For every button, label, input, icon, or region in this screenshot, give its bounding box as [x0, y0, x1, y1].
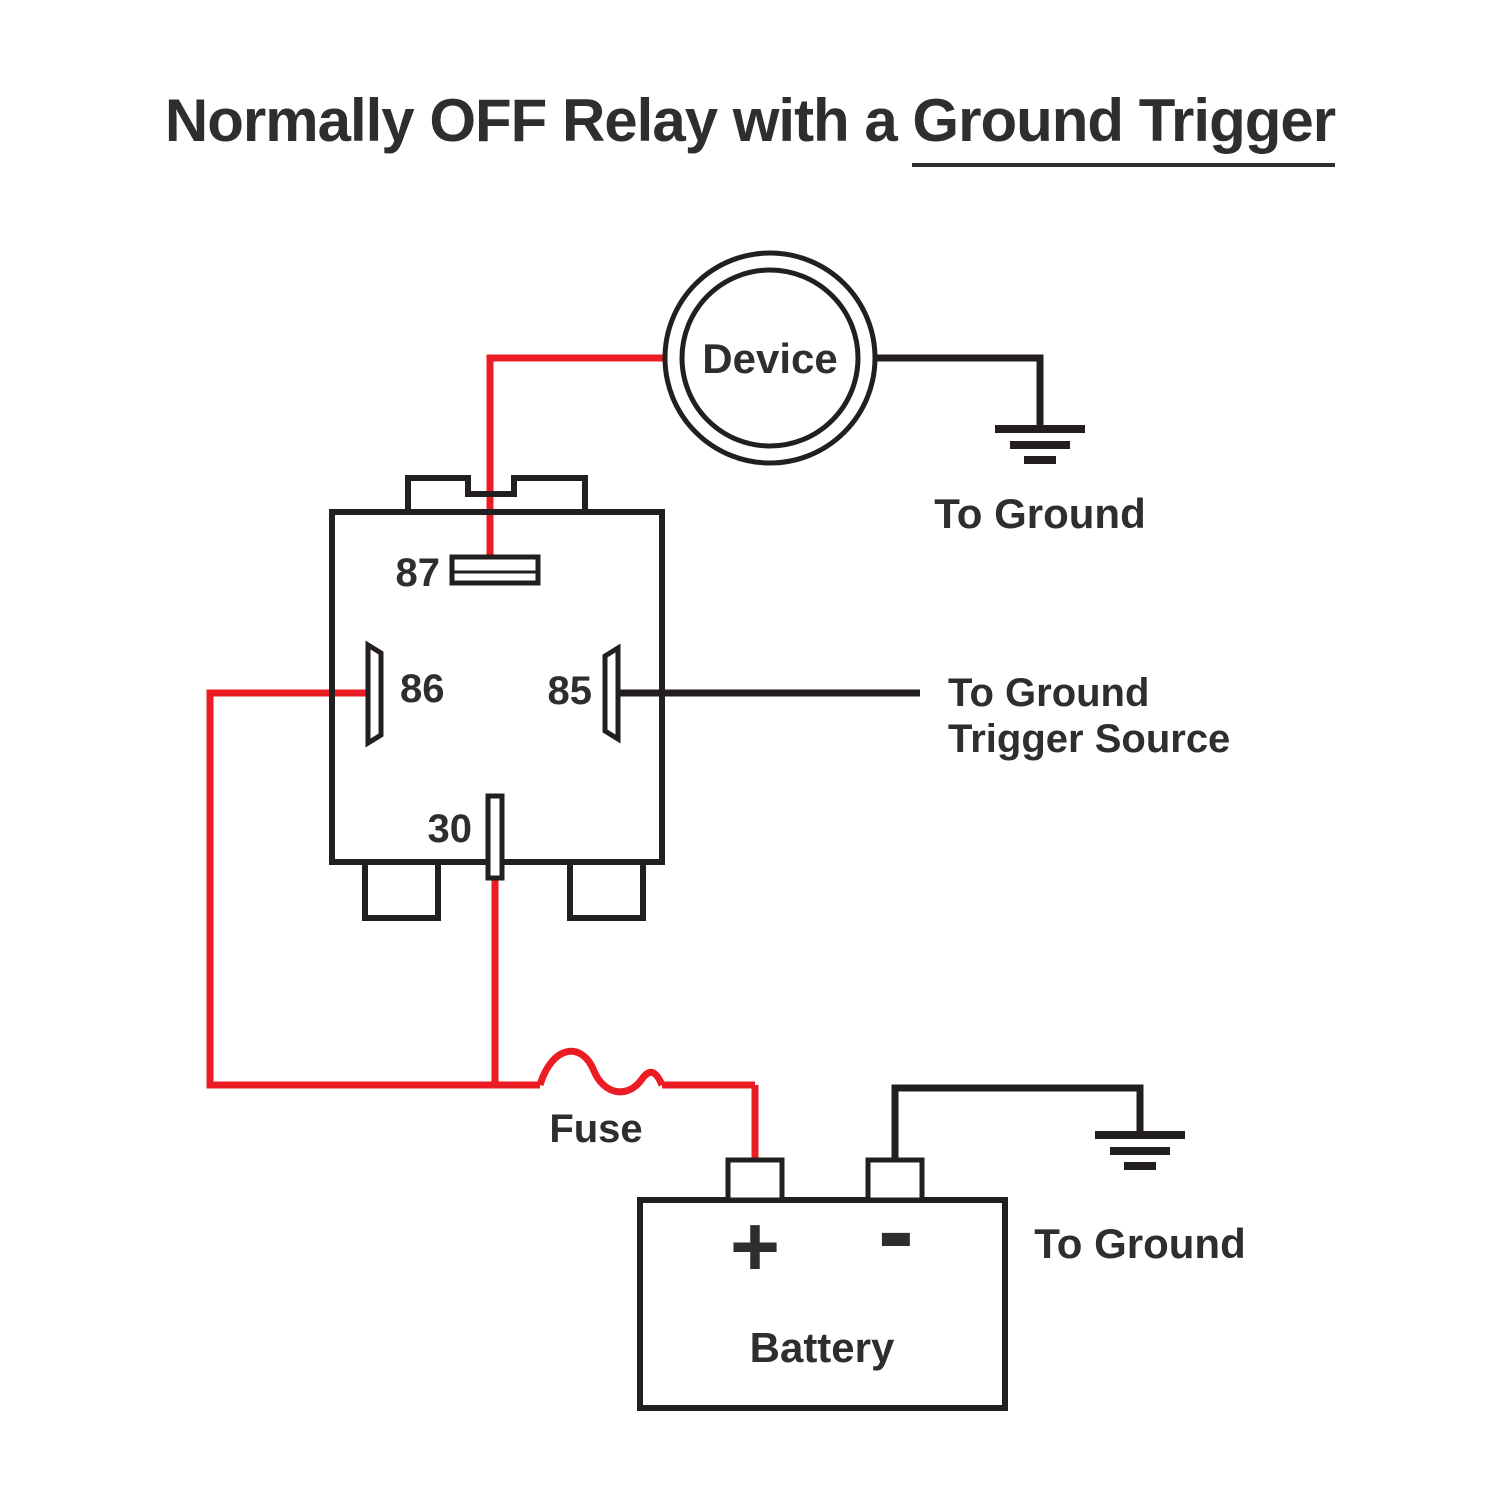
to-ground-label-top: To Ground [934, 490, 1146, 537]
wire-pin86-loop [206, 689, 540, 1089]
battery-label: Battery [750, 1324, 895, 1371]
relay: 87 86 85 30 [329, 475, 665, 921]
wire-device-to-pin87 [486, 354, 666, 562]
fuse-squiggle [536, 1047, 666, 1096]
battery-positive-terminal [725, 1157, 785, 1203]
pin-87-label: 87 [396, 551, 441, 595]
fuse-label: Fuse [549, 1107, 642, 1151]
battery: + - Battery [637, 1157, 1008, 1411]
trigger-source: To Ground Trigger Source [948, 671, 1230, 761]
relay-foot-right [567, 862, 646, 921]
trigger-source-label-line1: To Ground [948, 671, 1149, 715]
title-plain: Normally OFF Relay with a [164, 87, 913, 154]
device: Device [662, 250, 878, 466]
battery-plus-label: + [730, 1199, 780, 1295]
pin-86 [365, 640, 384, 748]
page-title: Normally OFF Relay with a Ground Trigger [0, 86, 1500, 167]
battery-negative-terminal [865, 1157, 925, 1203]
ground-symbol-bottom: To Ground [1034, 1131, 1246, 1267]
pin-86-label: 86 [400, 667, 445, 711]
battery-body [637, 1197, 1008, 1411]
pin-30-label: 30 [428, 807, 473, 851]
pin-87 [449, 554, 541, 586]
pin-30 [485, 793, 505, 881]
wires [206, 354, 1144, 1162]
relay-foot-left [362, 862, 441, 921]
ground-symbol-top: To Ground [934, 425, 1146, 537]
pin-85-label: 85 [548, 669, 593, 713]
relay-top-tabs [405, 475, 588, 512]
battery-minus-label: - [878, 1169, 915, 1292]
device-label: Device [702, 335, 837, 382]
title-underlined: Ground Trigger [912, 87, 1336, 167]
to-ground-label-bottom: To Ground [1034, 1220, 1246, 1267]
wire-device-to-ground [874, 354, 1044, 426]
device-inner-circle [679, 267, 861, 449]
trigger-source-label-line2: Trigger Source [948, 717, 1230, 761]
wire-battery-to-ground [891, 1084, 1144, 1160]
pin-85 [602, 643, 621, 744]
